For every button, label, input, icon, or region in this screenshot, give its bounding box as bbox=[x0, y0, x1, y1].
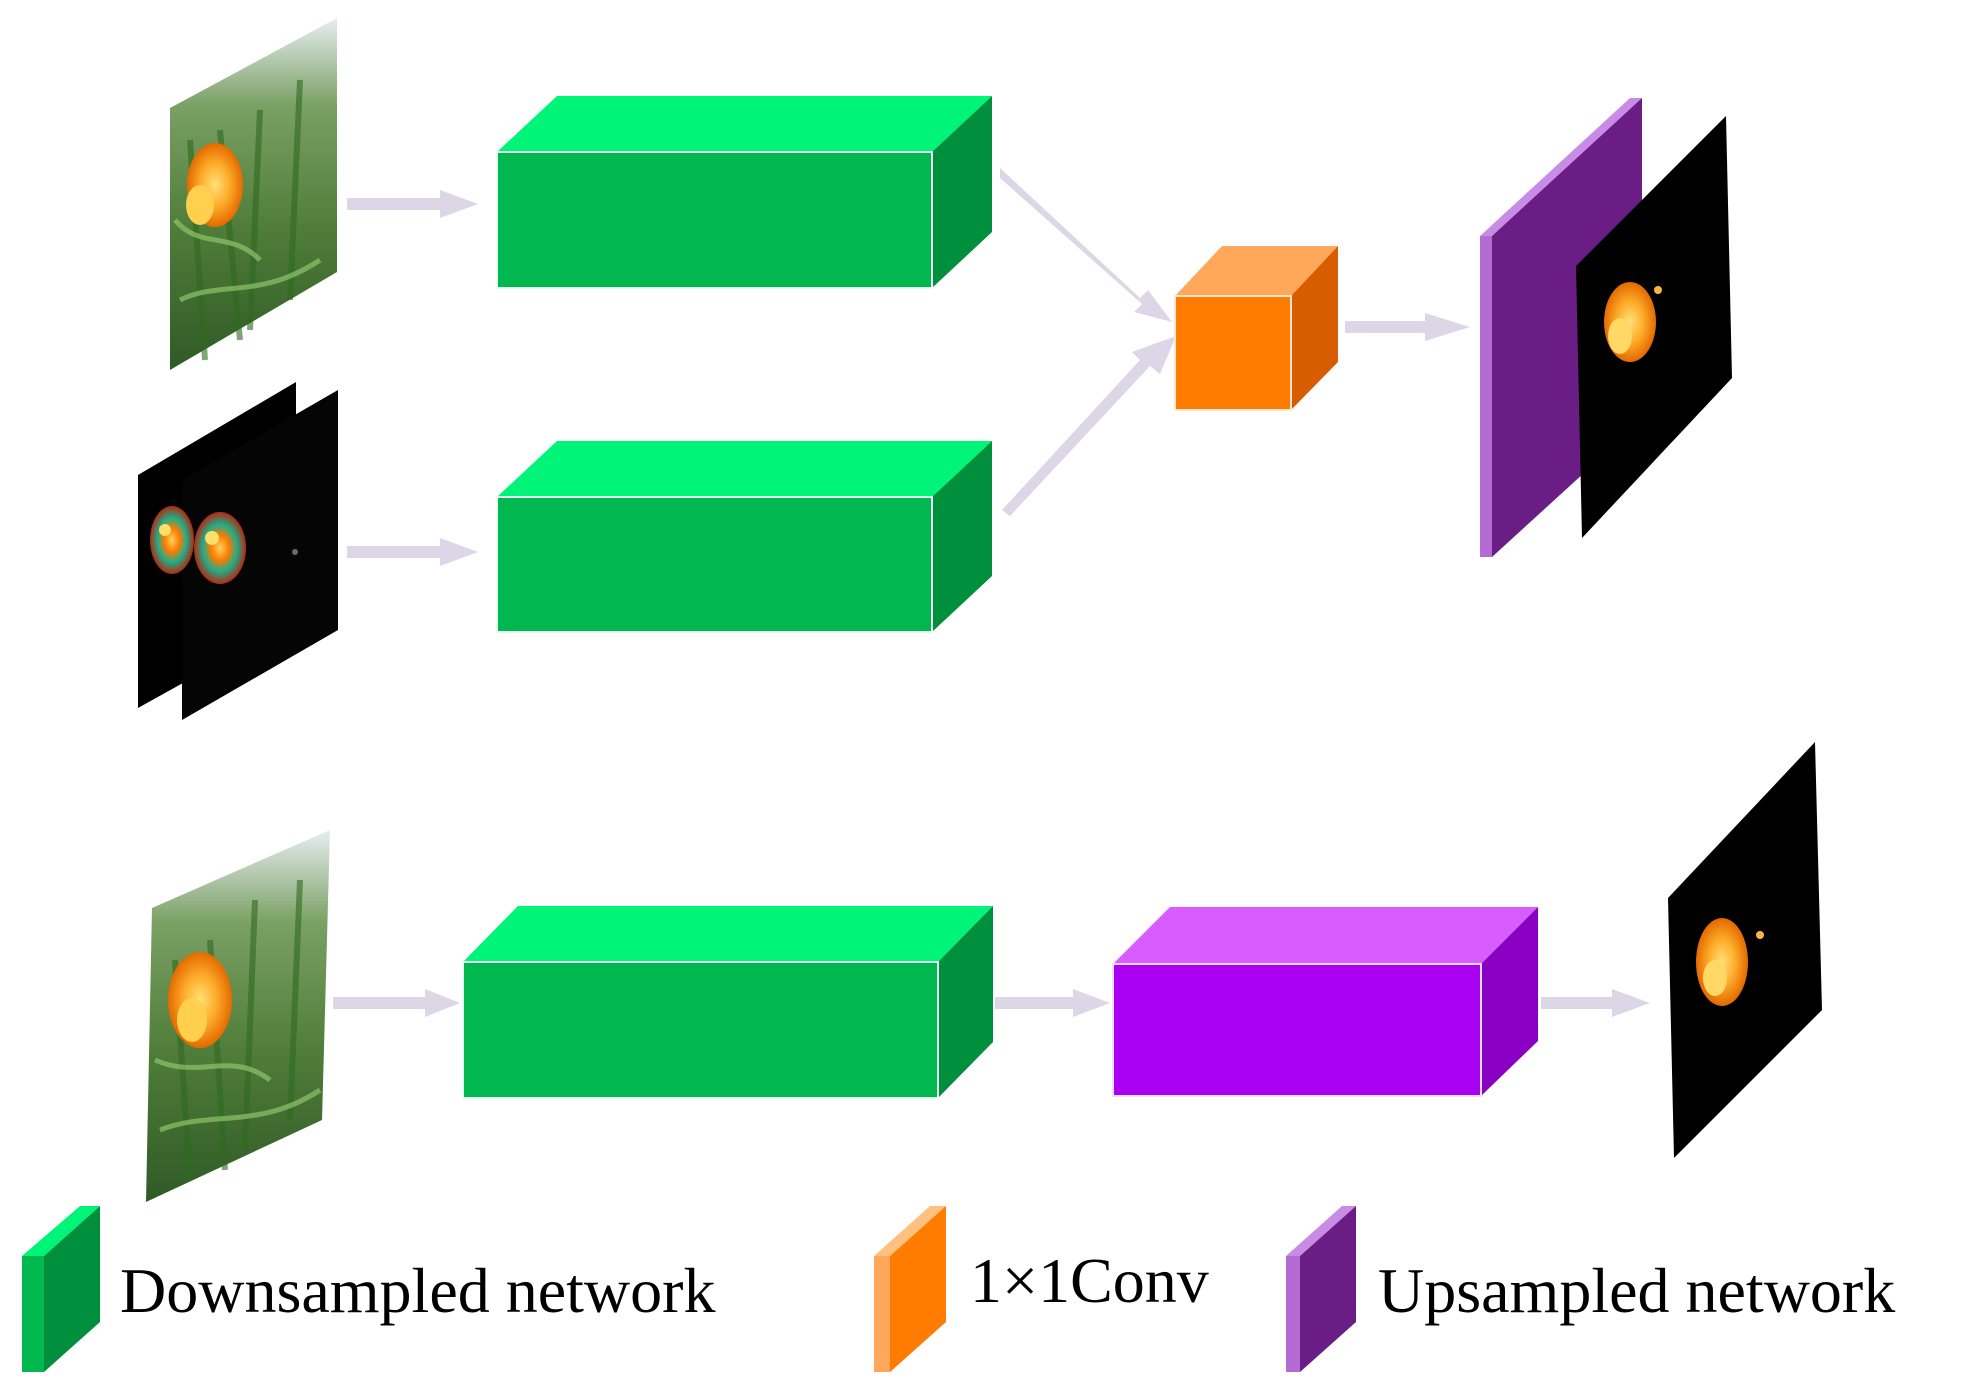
legend-conv-swatch bbox=[874, 1206, 946, 1372]
legend-upsampled: Upsampled network bbox=[1286, 1206, 1895, 1372]
legend-upsampled-label: Upsampled network bbox=[1378, 1255, 1895, 1326]
legend-downsampled-label: Downsampled network bbox=[120, 1255, 715, 1326]
arrow-bottom-input-to-encoder bbox=[333, 989, 460, 1017]
bottom-output-image bbox=[1668, 742, 1822, 1158]
upsampled-block-bottom bbox=[1112, 907, 1538, 1097]
arrow-decoder-to-output-bottom bbox=[1541, 989, 1650, 1017]
arrow-encoder-2-to-conv bbox=[1002, 336, 1176, 516]
legend-downsampled-swatch bbox=[22, 1206, 100, 1372]
downsampled-block-top-2 bbox=[496, 441, 992, 633]
top-output-image bbox=[1576, 116, 1732, 538]
downsampled-block-top-1 bbox=[496, 96, 992, 289]
top-input-image bbox=[170, 18, 337, 370]
arrow-feature-map-to-encoder bbox=[347, 538, 478, 566]
arrow-conv-to-decoder bbox=[1345, 313, 1470, 341]
downsampled-block-bottom bbox=[462, 906, 993, 1099]
legend-conv: 1×1Conv bbox=[874, 1206, 1209, 1372]
top-feature-map-image bbox=[138, 382, 338, 720]
legend-upsampled-swatch bbox=[1286, 1206, 1356, 1372]
arrow-encoder-1-to-conv bbox=[1000, 168, 1172, 322]
legend: Downsampled network 1×1Conv Upsampled ne… bbox=[22, 1206, 1895, 1372]
legend-conv-label: 1×1Conv bbox=[970, 1245, 1209, 1316]
bottom-input-image bbox=[146, 830, 330, 1202]
legend-downsampled: Downsampled network bbox=[22, 1206, 715, 1372]
conv-block bbox=[1174, 246, 1338, 411]
arrow-encoder-to-decoder-bottom bbox=[995, 989, 1110, 1017]
arrow-top-input-to-encoder bbox=[347, 190, 478, 218]
